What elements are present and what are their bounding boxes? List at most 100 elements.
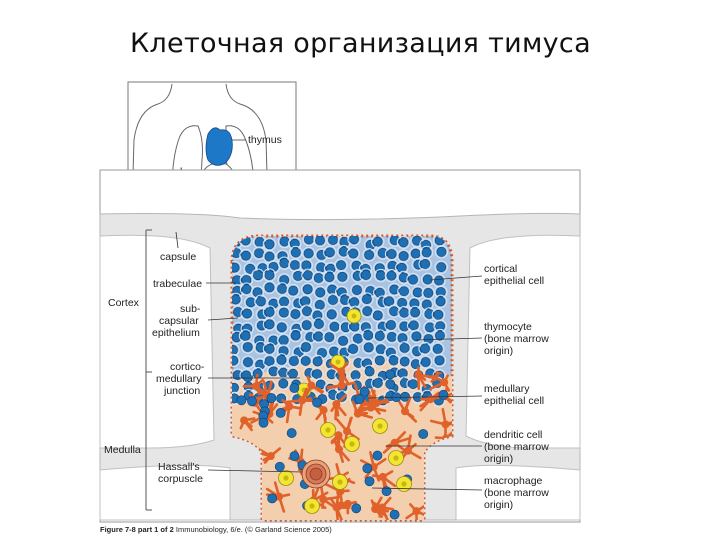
thymocyte <box>398 237 409 248</box>
thymocyte <box>399 356 410 367</box>
thymocyte <box>301 320 312 331</box>
cortical-epithelial-membrane <box>433 328 447 343</box>
thymus-label: thymus <box>248 134 282 146</box>
thymocyte <box>374 331 385 341</box>
dendritic-cell <box>242 371 265 396</box>
dendritic-label-2: (bone marrow <box>484 441 549 453</box>
thymocyte <box>326 309 337 320</box>
thymocyte <box>247 396 257 407</box>
thymocyte <box>434 355 445 366</box>
thymus-shape <box>205 127 233 166</box>
thymocyte <box>420 343 430 354</box>
thymocyte <box>372 378 383 388</box>
thymocyte <box>300 296 311 307</box>
thymocyte <box>267 493 278 504</box>
thymocyte <box>421 299 432 310</box>
subcapsular-label-2: capsular <box>159 315 199 327</box>
macrophage-label-2: (bone marrow <box>484 487 549 499</box>
left-annotation: Cortex Medulla capsule trabeculae sub- c… <box>104 229 303 511</box>
thymocyte <box>328 236 338 245</box>
thymocyte <box>372 236 383 247</box>
thymocyte <box>381 486 392 497</box>
cortical-epithelial-membrane <box>238 329 253 343</box>
thymocyte <box>363 342 374 353</box>
thymocyte <box>399 342 410 353</box>
caption-figure: Figure 7-8 part 1 of 2 <box>100 525 174 534</box>
subcapsular-label-1: sub- <box>180 303 201 315</box>
thymocyte <box>301 260 312 271</box>
thymocyte <box>385 379 396 390</box>
thymocyte <box>361 294 372 305</box>
thymocyte <box>422 274 433 285</box>
thymocyte <box>360 322 371 333</box>
thymocyte <box>242 342 253 352</box>
caption-rest: Immunobiology, 6/e. (© Garland Science 2… <box>174 525 332 534</box>
thymocyte <box>264 356 275 367</box>
epithelial-nucleus <box>401 481 407 487</box>
slide-title: Клеточная организация тимуса <box>130 28 591 59</box>
thymocyte <box>354 394 365 404</box>
dendritic-cell <box>304 375 324 398</box>
thymocyte <box>315 236 325 246</box>
cortical-epithelial-membrane <box>288 328 303 343</box>
cortical-epithelial-membrane <box>286 367 300 381</box>
cortical-epithelial-membrane <box>347 236 361 247</box>
thymocyte <box>279 236 290 247</box>
cortical-epithelial-membrane <box>240 306 254 321</box>
thymocyte <box>290 260 300 271</box>
thymocyte <box>293 270 303 281</box>
thymocyte <box>278 335 289 346</box>
thymocyte <box>348 248 359 259</box>
cortical-epithelial-membrane <box>275 320 289 335</box>
epithelial-nucleus <box>393 455 399 461</box>
thymocyte <box>374 287 385 298</box>
thymocyte <box>397 368 408 379</box>
figure-caption: Figure 7-8 part 1 of 2 Immunobiology, 6/… <box>100 525 332 534</box>
thymocyte <box>364 249 374 260</box>
cortical-epithelial-membrane <box>292 345 306 359</box>
thymocyte <box>279 296 289 307</box>
thymocyte <box>264 270 275 281</box>
cortical-epithelial-membrane <box>408 305 422 320</box>
cortical-epithelial-membrane <box>432 353 447 368</box>
thymocyte <box>363 330 374 341</box>
hassalls-corpuscle <box>301 459 331 489</box>
thymocyte <box>241 284 252 295</box>
thymic-lobule <box>230 234 454 522</box>
cortical-epithelial-membrane <box>371 376 385 390</box>
cortical-epithelial-membrane <box>322 270 337 284</box>
thymocyte <box>275 407 286 418</box>
epithelial-nucleus <box>309 503 315 509</box>
thymocyte <box>399 307 410 318</box>
cortical-epithelial-membrane <box>371 308 385 323</box>
thymocyte <box>314 319 324 329</box>
thymocyte <box>279 258 290 269</box>
thymocyte <box>385 369 396 380</box>
left-space <box>99 234 215 449</box>
thymocyte <box>352 285 362 295</box>
thymocyte <box>290 247 301 258</box>
thymocyte <box>290 330 301 341</box>
thymocyte-label-2: (bone marrow <box>484 333 549 345</box>
cortical-epithelial-membrane <box>275 282 289 296</box>
thymocyte <box>434 275 444 286</box>
cortical-epithelial-membrane <box>232 292 243 307</box>
thymocyte <box>398 272 409 283</box>
thymocyte <box>351 260 362 271</box>
thymocyte <box>436 246 447 257</box>
thymocyte <box>348 343 359 354</box>
thymocyte <box>240 330 251 341</box>
cortical-epithelial-membrane <box>434 245 449 259</box>
capsule-label: capsule <box>160 251 196 263</box>
thymocyte <box>274 461 285 472</box>
thymocyte <box>336 392 347 402</box>
cortical-epithelial-membrane <box>431 342 445 356</box>
thymocyte <box>411 331 422 342</box>
thymocyte <box>372 450 383 461</box>
epithelial-nucleus <box>325 427 331 433</box>
thymocyte <box>396 262 407 273</box>
thymocyte <box>398 251 409 261</box>
medullary-epithelial-label-1: medullary <box>484 383 530 395</box>
cortical-epithelial-membrane <box>373 353 387 368</box>
